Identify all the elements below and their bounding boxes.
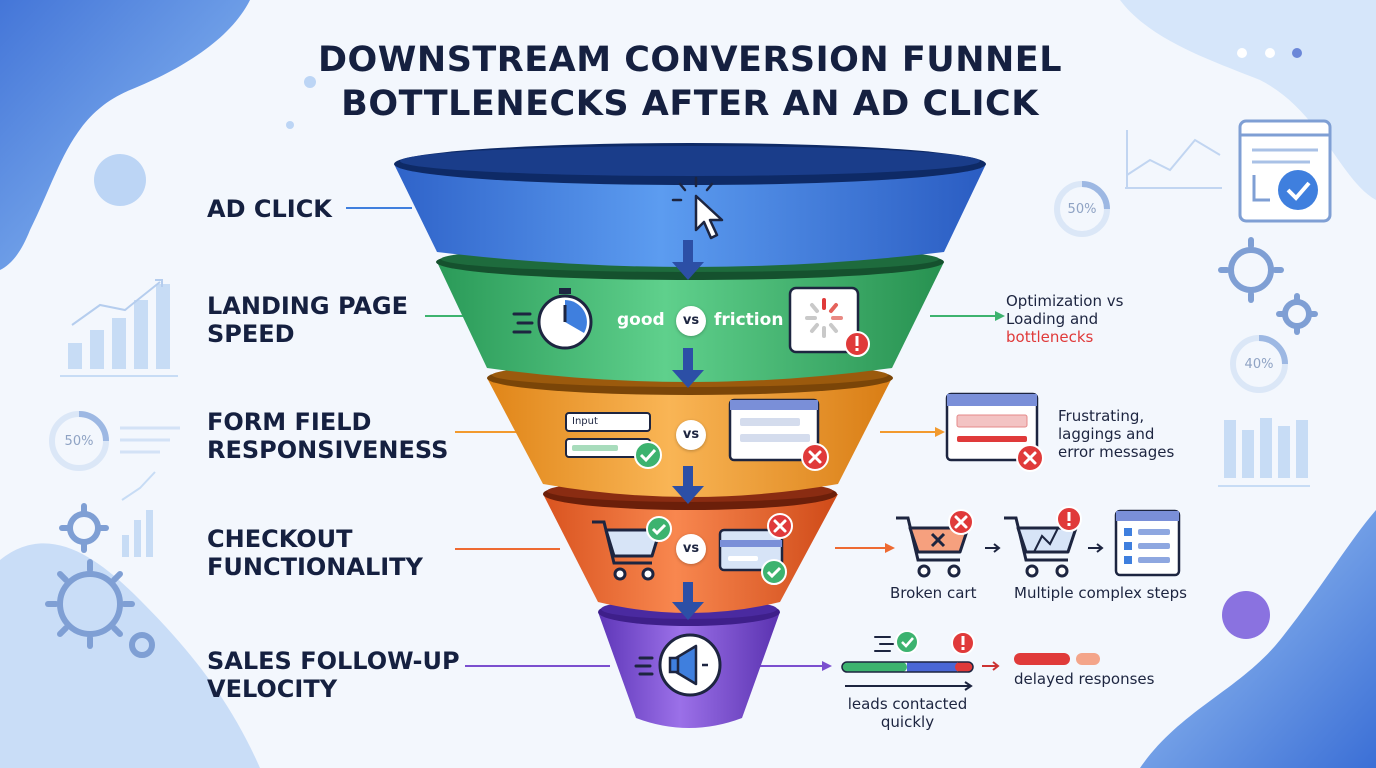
title-line-2: BOTTLENECKS AFTER AN AD CLICK bbox=[341, 84, 1039, 124]
blob-top-right bbox=[1120, 0, 1376, 200]
error-browser-icon bbox=[945, 392, 1044, 472]
title-line-1: DOWNSTREAM CONVERSION FUNNEL bbox=[317, 40, 1062, 80]
page-title: DOWNSTREAM CONVERSION FUNNEL BOTTLENECKS… bbox=[200, 38, 1180, 126]
stage-label-sales-followup: SALES FOLLOW-UP VELOCITY bbox=[207, 647, 460, 703]
stage-5-label-line-1: SALES FOLLOW-UP bbox=[207, 647, 460, 675]
decor-percent-left: 50% bbox=[64, 434, 94, 449]
cursor-click-icon bbox=[671, 176, 724, 240]
blob-bottom-right bbox=[1140, 510, 1376, 768]
vs-badge-landing: vs bbox=[676, 306, 706, 336]
megaphone-icon bbox=[634, 633, 722, 697]
step-list-icon bbox=[1114, 509, 1181, 577]
stage-label-form-field: FORM FIELD RESPONSIVENESS bbox=[207, 408, 448, 464]
complex-steps-label: Multiple complex steps bbox=[1014, 584, 1187, 602]
credit-card-icon bbox=[718, 513, 793, 585]
decor-browser-check bbox=[1238, 119, 1332, 223]
stage-label-checkout: CHECKOUT FUNCTIONALITY bbox=[207, 525, 423, 581]
form-side-line-1: Frustrating, bbox=[1058, 407, 1145, 425]
form-window-error-icon bbox=[728, 398, 829, 471]
stage-2-label-line-1: LANDING PAGE bbox=[207, 292, 408, 320]
quick-label-line-2: quickly bbox=[880, 713, 935, 731]
velocity-timeline bbox=[841, 630, 1100, 691]
stage-4-label-line-1: CHECKOUT bbox=[207, 525, 353, 553]
blob-bottom-left bbox=[0, 543, 260, 768]
stage-5-label-line-2: VELOCITY bbox=[207, 675, 338, 703]
landing-side-line-1: Optimization vs bbox=[1006, 292, 1124, 310]
decor-bar-chart-right bbox=[1224, 418, 1308, 478]
cart-stairs-icon bbox=[1004, 506, 1082, 578]
landing-side-line-2: Loading and bbox=[1006, 310, 1099, 328]
flow-arrows bbox=[672, 240, 704, 620]
decor-gears-right bbox=[1228, 247, 1312, 329]
form-side-line-3: error messages bbox=[1058, 443, 1175, 461]
quick-label-line-1: leads contacted bbox=[847, 695, 968, 713]
decor-percent-right-top: 50% bbox=[1067, 202, 1097, 217]
funnel-stage-1 bbox=[394, 143, 986, 267]
blob-top-left bbox=[0, 0, 250, 270]
stage-4-label-line-2: FUNCTIONALITY bbox=[207, 553, 423, 581]
vs-badge-checkout: vs bbox=[676, 534, 706, 564]
landing-side-highlight: bottlenecks bbox=[1006, 328, 1094, 346]
shopping-cart-icon bbox=[592, 516, 672, 581]
stage-label-ad-click: AD CLICK bbox=[207, 195, 332, 223]
vs-badge-form: vs bbox=[676, 420, 706, 450]
input-field-good-icon bbox=[565, 412, 662, 469]
stage-label-landing-page: LANDING PAGE SPEED bbox=[207, 292, 408, 348]
stage-1-label-line: AD CLICK bbox=[207, 195, 332, 223]
stage-3-label-line-2: RESPONSIVENESS bbox=[207, 436, 449, 464]
decor-percent-right-mid: 40% bbox=[1244, 357, 1274, 372]
friction-label: friction bbox=[714, 310, 784, 330]
form-side-note: Frustrating, laggings and error messages bbox=[1058, 407, 1174, 461]
form-side-line-2: laggings and bbox=[1058, 425, 1155, 443]
input-placeholder-label: Input bbox=[572, 416, 598, 427]
landing-side-note: Optimization vs Loading and bottlenecks bbox=[1006, 292, 1123, 346]
broken-cart-icon bbox=[896, 509, 974, 578]
loading-spinner-icon bbox=[788, 286, 870, 357]
quick-contact-label: leads contacted quickly bbox=[845, 695, 970, 731]
stage-3-label-line-1: FORM FIELD bbox=[207, 408, 372, 436]
stage-2-label-line-2: SPEED bbox=[207, 320, 295, 348]
stopwatch-icon bbox=[512, 288, 593, 350]
broken-cart-label: Broken cart bbox=[890, 584, 977, 602]
delayed-responses-label: delayed responses bbox=[1014, 670, 1155, 688]
decor-bar-chart-left bbox=[68, 284, 170, 369]
good-label: good bbox=[617, 310, 665, 330]
